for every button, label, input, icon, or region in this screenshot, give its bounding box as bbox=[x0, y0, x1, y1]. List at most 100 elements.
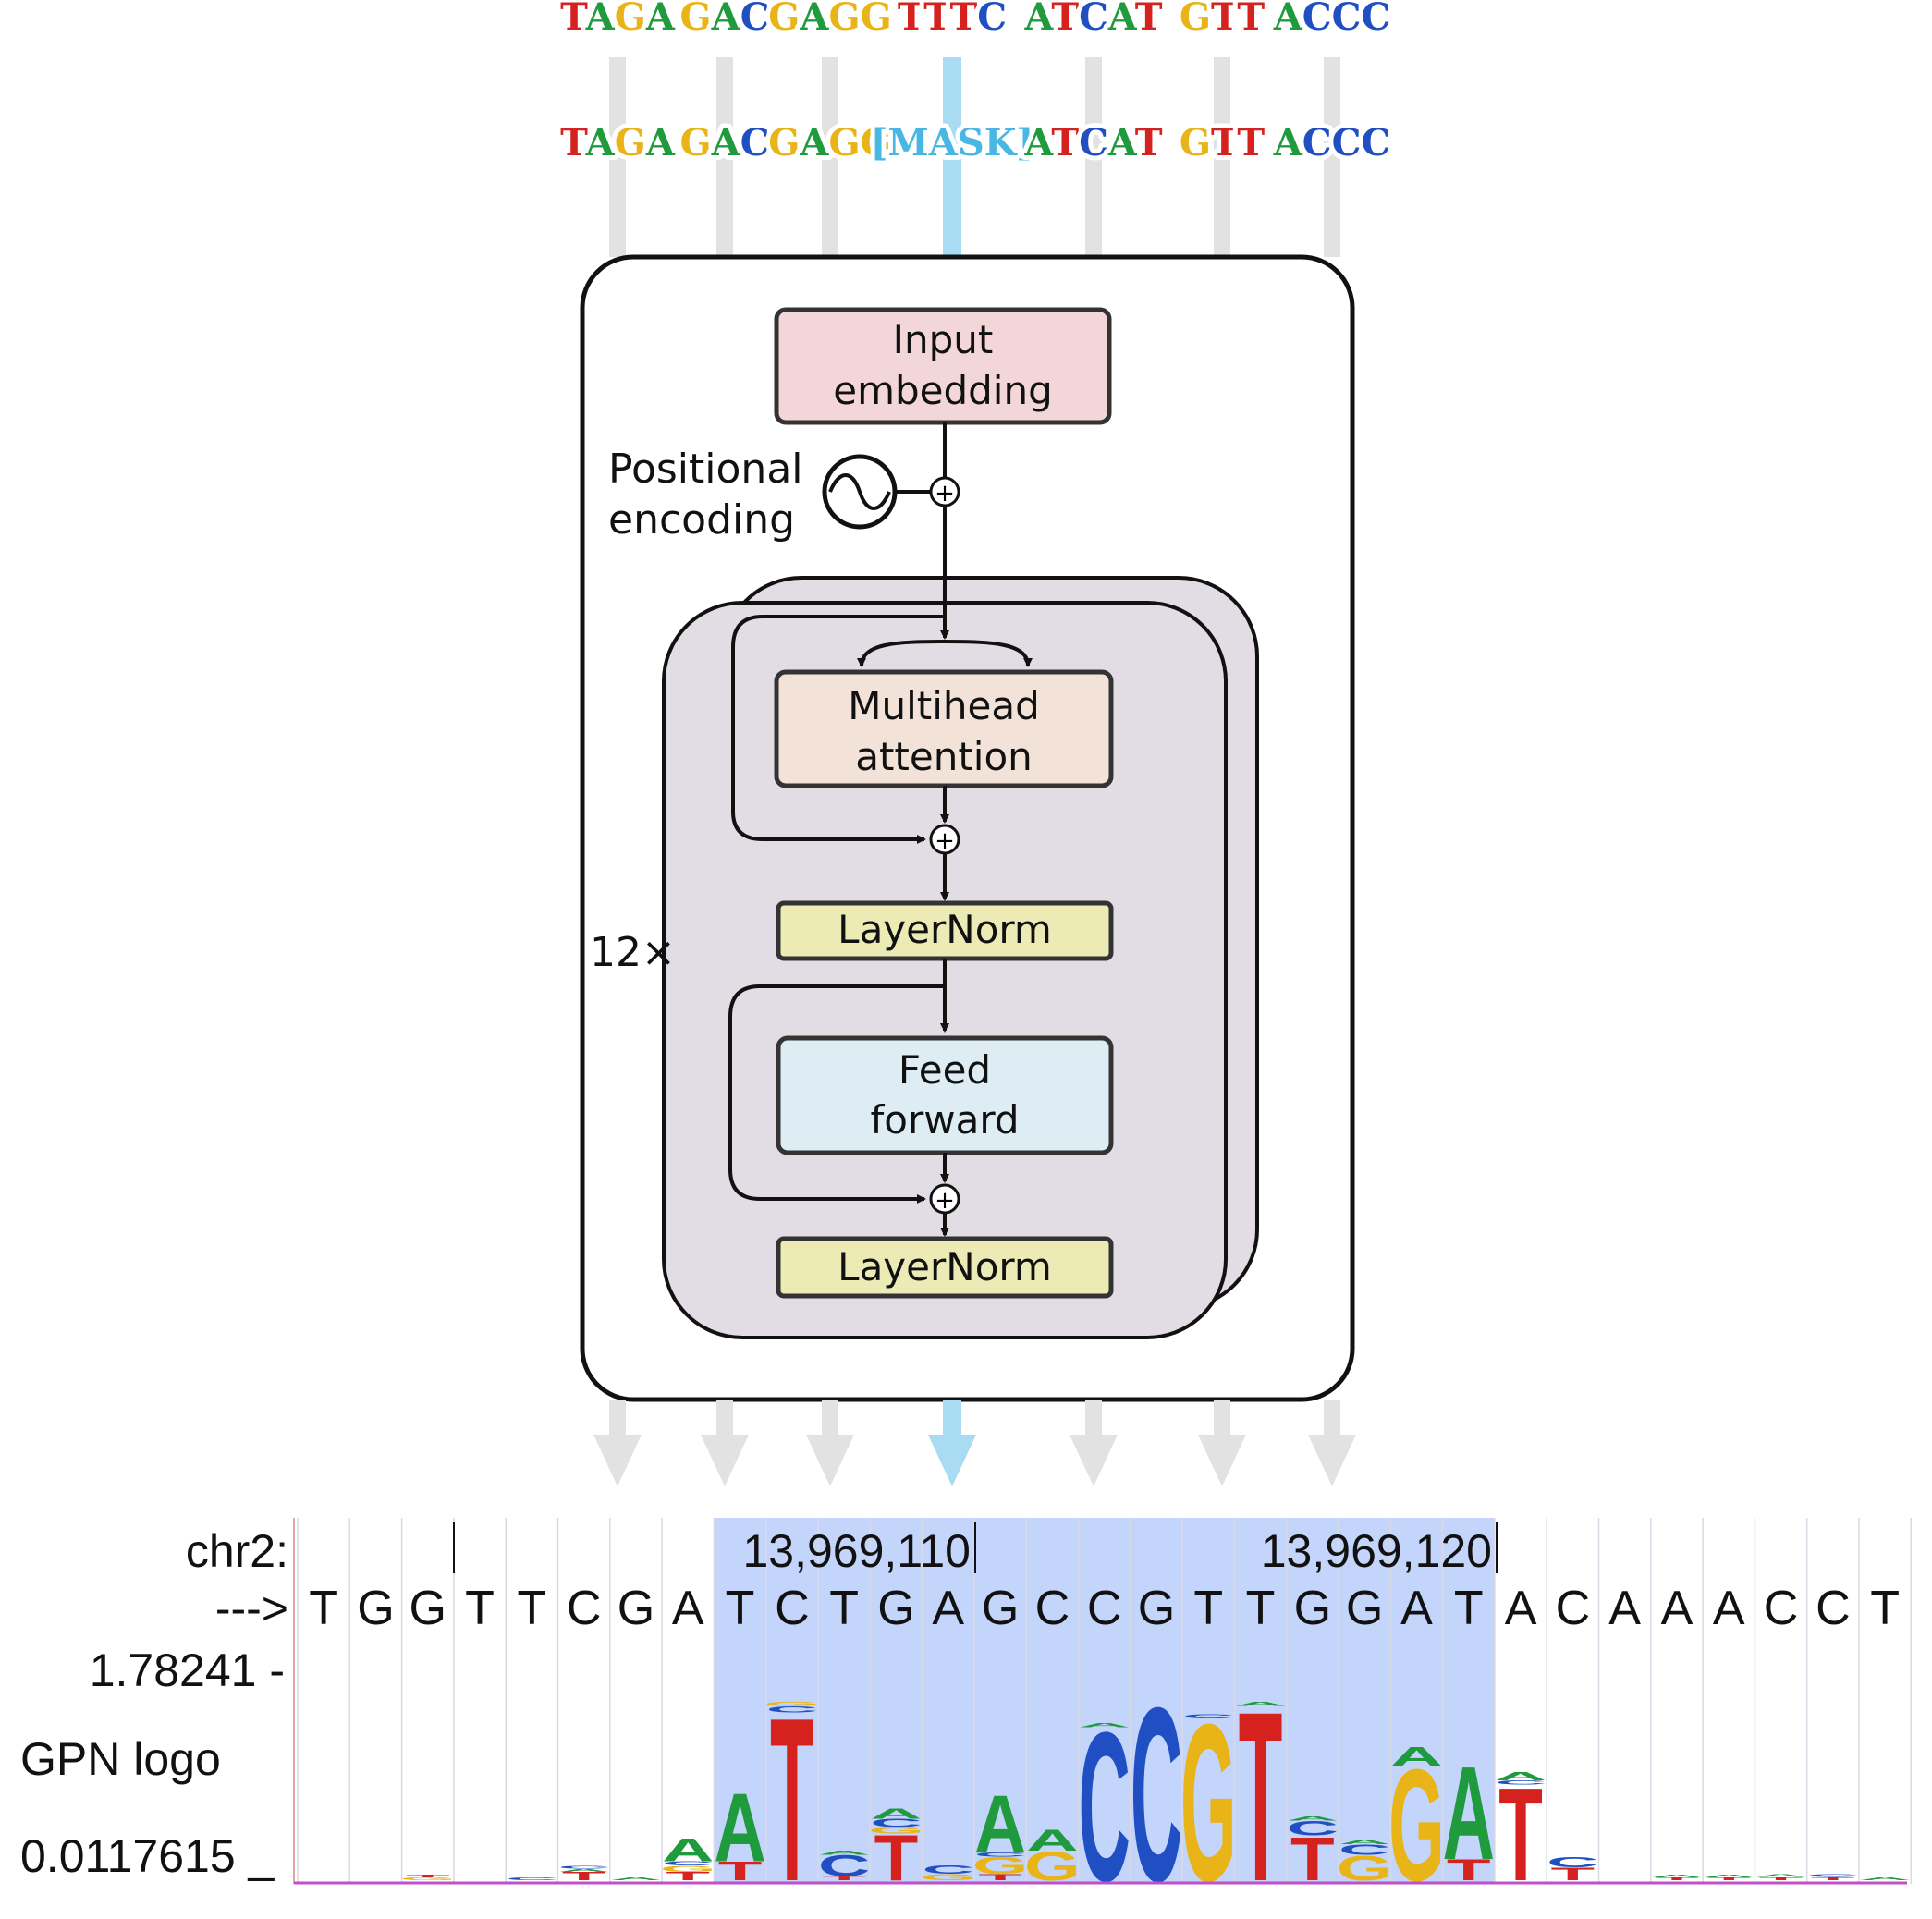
logo-col-16-letter-C: C bbox=[1131, 1656, 1182, 1919]
base-18: T bbox=[1246, 1582, 1276, 1635]
attn-split-left bbox=[857, 640, 946, 667]
logo-col-5-letter-A: A bbox=[557, 1867, 609, 1872]
logo-col-23-letter-C: C bbox=[1495, 1779, 1547, 1786]
base-10: T bbox=[829, 1582, 859, 1635]
logo-col-21-letter-G: G bbox=[1388, 1737, 1445, 1914]
base-9: C bbox=[775, 1582, 810, 1635]
base-25: A bbox=[1608, 1582, 1641, 1635]
base-7: A bbox=[672, 1582, 704, 1635]
logo-min-label: 0.0117615 _ bbox=[20, 1830, 275, 1882]
add-node-positional-plus: + bbox=[935, 480, 955, 507]
base-27: A bbox=[1713, 1582, 1745, 1635]
logo-col-20-letter-C: C bbox=[1339, 1841, 1390, 1858]
coord-label-2: 13,969,120 bbox=[1261, 1525, 1492, 1577]
base-8: T bbox=[726, 1582, 755, 1635]
multihead-attention-text: Multihead bbox=[848, 683, 1040, 728]
input-token-4: ATCAT bbox=[1023, 0, 1162, 39]
feed-forward-text: Feed bbox=[899, 1047, 991, 1093]
logo-col-20-letter-A: A bbox=[1339, 1839, 1390, 1845]
output-track-0 bbox=[609, 1400, 626, 1440]
base-30: T bbox=[1870, 1582, 1900, 1635]
logo-col-11-letter-A: A bbox=[870, 1805, 922, 1822]
logo-col-21-letter-A: A bbox=[1390, 1742, 1442, 1771]
residual-loop-1 bbox=[731, 615, 945, 844]
logo-col-11-letter-C: C bbox=[870, 1816, 922, 1829]
base-20: G bbox=[1346, 1582, 1383, 1635]
output-arrows bbox=[593, 1400, 1356, 1486]
base-6: G bbox=[618, 1582, 654, 1635]
base-14: C bbox=[1035, 1582, 1070, 1635]
masked-token-0: TAGA bbox=[560, 121, 676, 165]
logo-track-label: GPN logo bbox=[20, 1733, 221, 1785]
logo-col-28-letter-A: A bbox=[1755, 1873, 1806, 1877]
layernorm-2-box bbox=[776, 1236, 1114, 1299]
logo-col-13-letter-C: C bbox=[974, 1852, 1026, 1858]
base-29: C bbox=[1816, 1582, 1851, 1635]
logo-col-4-letter-C: C bbox=[506, 1876, 557, 1881]
output-track-5 bbox=[1214, 1400, 1230, 1440]
masked-token-5: GTT bbox=[1180, 121, 1266, 165]
logo-col-5-letter-C: C bbox=[557, 1865, 609, 1870]
output-arrow-0 bbox=[593, 1435, 642, 1486]
base-gridlines bbox=[297, 1518, 1913, 1884]
base-15: C bbox=[1087, 1582, 1122, 1635]
output-track-2 bbox=[822, 1400, 838, 1440]
logo-col-9-letter-G: G bbox=[764, 1701, 821, 1707]
base-0: T bbox=[309, 1582, 338, 1635]
logo-col-28-letter-T: T bbox=[1759, 1876, 1804, 1881]
output-arrow-1 bbox=[701, 1435, 749, 1486]
logo-col-18-letter-A: A bbox=[1234, 1701, 1286, 1707]
logo-col-2-letter-G: G bbox=[399, 1876, 456, 1881]
coord-label-1: 13,969,110 bbox=[742, 1525, 971, 1577]
logo-col-8-letter-T: T bbox=[718, 1857, 763, 1887]
input-embedding-line1: Input bbox=[893, 317, 994, 362]
input-embedding-line1-line2: embedding bbox=[833, 368, 1053, 413]
logo-max-label: 1.78241 - bbox=[90, 1644, 285, 1696]
add-node-attention-plus: + bbox=[935, 827, 955, 855]
base-24: C bbox=[1556, 1582, 1591, 1635]
masked-token-3: [MASK] bbox=[871, 121, 1034, 165]
layernorm-1-label: LayerNorm bbox=[838, 907, 1052, 952]
base-19: G bbox=[1294, 1582, 1331, 1635]
token-track-4 bbox=[1085, 57, 1102, 257]
logo-col-17-letter-C: C bbox=[1182, 1713, 1234, 1719]
logo-col-12-letter-G: G bbox=[920, 1872, 976, 1882]
token-track-1 bbox=[716, 57, 733, 257]
logo-col-14-letter-A: A bbox=[1026, 1824, 1078, 1857]
masked-token-1: GAC bbox=[679, 121, 769, 165]
base-1: G bbox=[357, 1582, 394, 1635]
base-3: T bbox=[465, 1582, 495, 1635]
logo-col-19-letter-A: A bbox=[1287, 1815, 1339, 1822]
output-track-6 bbox=[1324, 1400, 1340, 1440]
logo-col-19-letter-C: C bbox=[1287, 1817, 1339, 1840]
logo-col-9-letter-C: C bbox=[766, 1705, 818, 1715]
logo-col-7-letter-T: T bbox=[666, 1869, 710, 1882]
base-23: A bbox=[1505, 1582, 1537, 1635]
logo-col-30-letter-A: A bbox=[1859, 1876, 1911, 1881]
output-track-3 bbox=[943, 1400, 961, 1440]
input-token-2: GAGG bbox=[768, 0, 892, 39]
input-token-0: TAGA bbox=[560, 0, 676, 39]
logo-col-18-letter-T: T bbox=[1239, 1661, 1283, 1919]
base-26: A bbox=[1661, 1582, 1694, 1635]
logo-col-27-letter-T: T bbox=[1706, 1876, 1751, 1881]
logo-col-22-letter-T: T bbox=[1447, 1853, 1491, 1887]
masked-token-4: ATCAT bbox=[1023, 121, 1162, 165]
masked-token-6: ACCC bbox=[1273, 121, 1391, 165]
logo-col-24-letter-T: T bbox=[1551, 1864, 1596, 1884]
logo-col-13-letter-G: G bbox=[972, 1852, 1029, 1879]
logo-col-7-letter-G: G bbox=[660, 1864, 716, 1874]
input-token-6: ACCC bbox=[1273, 0, 1391, 39]
layernorm-2-label: LayerNorm bbox=[838, 1244, 1052, 1290]
logo-col-29-letter-C: C bbox=[1807, 1874, 1859, 1878]
token-track-3 bbox=[943, 57, 961, 257]
logo-col-9-letter-T: T bbox=[770, 1669, 814, 1919]
highlight-region bbox=[714, 1518, 1495, 1884]
token-track-5 bbox=[1214, 57, 1230, 257]
output-arrow-6 bbox=[1308, 1435, 1356, 1486]
logo-col-24-letter-C: C bbox=[1547, 1854, 1598, 1871]
